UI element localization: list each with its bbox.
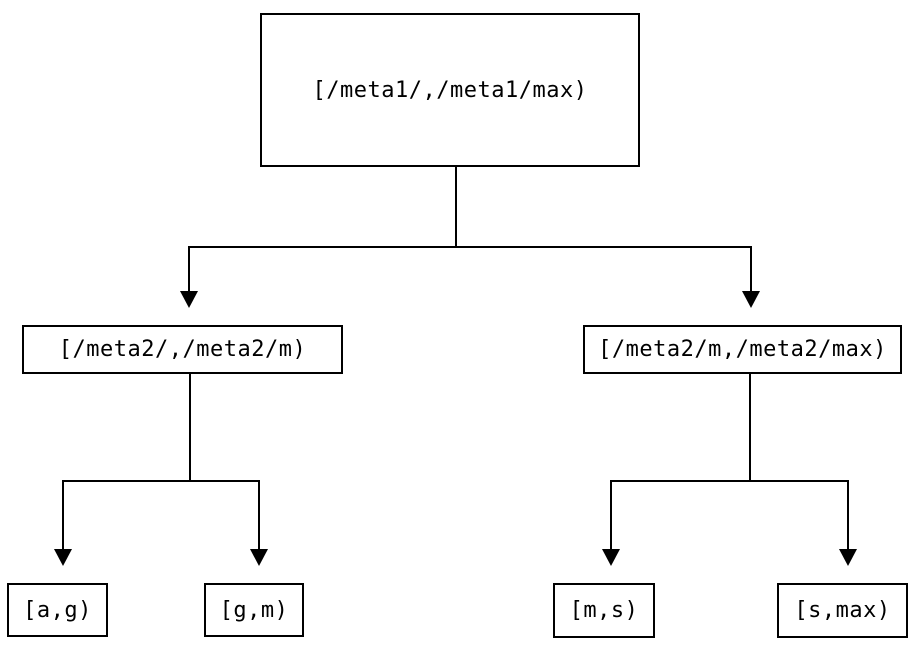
node-meta2-left-label: [/meta2/,/meta2/m): [58, 337, 307, 362]
arrowhead-leaf-gm: [250, 549, 268, 566]
arrowhead-right-mid: [742, 291, 760, 308]
node-meta2-right: [/meta2/m,/meta2/max): [583, 325, 902, 374]
node-leaf-gm: [g,m): [204, 583, 304, 637]
node-root-label: [/meta1/,/meta1/max): [312, 77, 588, 103]
arrowhead-leaf-ms: [602, 549, 620, 566]
node-leaf-ms: [m,s): [553, 583, 655, 638]
node-root: [/meta1/,/meta1/max): [260, 13, 640, 167]
node-leaf-ag: [a,g): [7, 583, 108, 637]
node-leaf-ms-label: [m,s): [569, 598, 639, 623]
arrowhead-left-mid: [180, 291, 198, 308]
node-leaf-smax-label: [s,max): [794, 598, 891, 623]
node-meta2-left: [/meta2/,/meta2/m): [22, 325, 343, 374]
node-leaf-gm-label: [g,m): [219, 597, 289, 623]
arrowhead-leaf-ag: [54, 549, 72, 566]
arrowhead-leaf-smax: [839, 549, 857, 566]
node-leaf-ag-label: [a,g): [23, 597, 92, 623]
node-meta2-right-label: [/meta2/m,/meta2/max): [598, 337, 887, 362]
node-leaf-smax: [s,max): [777, 583, 908, 638]
